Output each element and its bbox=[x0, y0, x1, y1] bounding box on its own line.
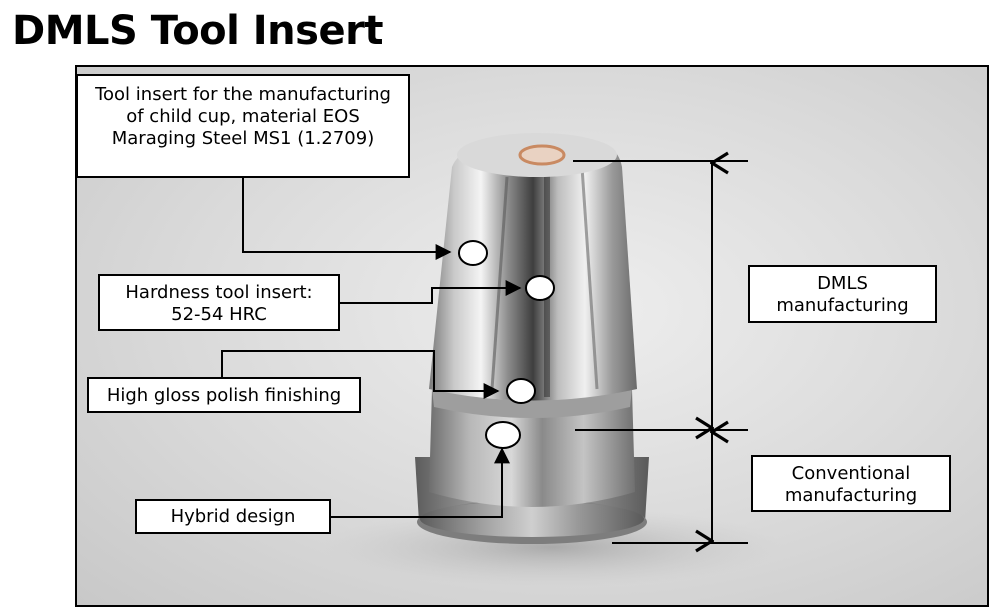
callout-conventional-line1: Conventional bbox=[791, 463, 911, 484]
facet-line bbox=[580, 166, 599, 390]
callout-hardness: Hardness tool insert: 52-54 HRC bbox=[98, 274, 340, 331]
callout-hybrid: Hybrid design bbox=[135, 499, 331, 534]
callout-polish: High gloss polish finishing bbox=[87, 377, 361, 413]
callout-dmls-line2: manufacturing bbox=[776, 295, 909, 316]
callout-material-line2: of child cup, material EOS bbox=[126, 106, 360, 127]
callout-hybrid-line1: Hybrid design bbox=[170, 506, 296, 527]
page-title: DMLS Tool Insert bbox=[12, 8, 383, 54]
callout-material-line3: Maraging Steel MS1 (1.2709) bbox=[111, 128, 375, 149]
callout-hardness-line1: Hardness tool insert: bbox=[125, 282, 313, 303]
dmls-section bbox=[429, 139, 637, 401]
top-gate bbox=[518, 144, 566, 166]
callout-material: Tool insert for the manufacturing of chi… bbox=[76, 74, 410, 178]
callout-dmls-line1: DMLS bbox=[817, 273, 868, 294]
callout-hardness-line2: 52-54 HRC bbox=[171, 304, 267, 325]
callout-polish-line1: High gloss polish finishing bbox=[106, 385, 342, 406]
callout-conventional: Conventional manufacturing bbox=[751, 455, 951, 512]
callout-dmls: DMLS manufacturing bbox=[748, 265, 937, 323]
callout-conventional-line2: manufacturing bbox=[784, 485, 918, 506]
tool-insert-illustration bbox=[322, 133, 782, 587]
callout-material-line1: Tool insert for the manufacturing bbox=[95, 84, 391, 105]
